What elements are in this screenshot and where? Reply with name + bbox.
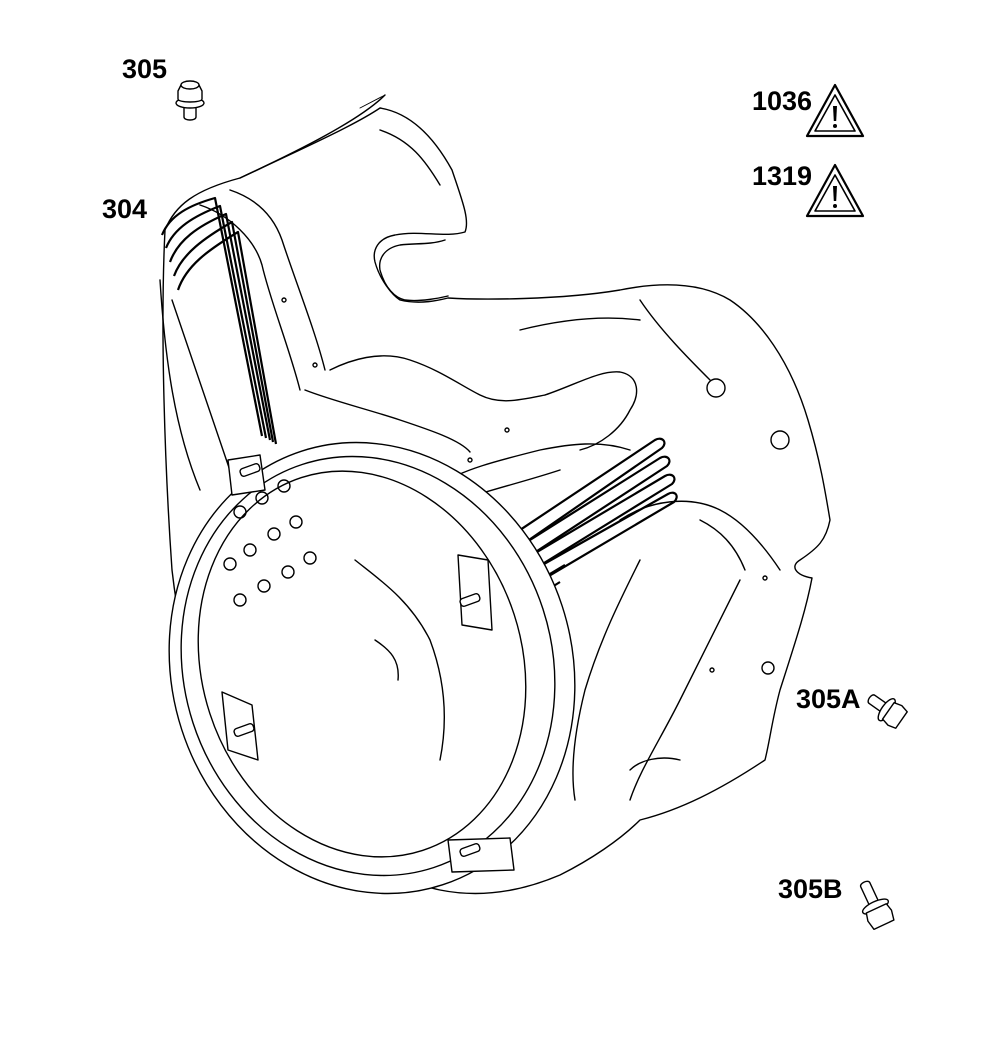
blower-housing (159, 94, 831, 895)
front-opening (168, 441, 576, 895)
mount-hole (706, 378, 726, 398)
mount-hole (770, 430, 790, 450)
mounting-tab (227, 454, 266, 496)
flange-bolt-icon (867, 694, 908, 729)
callout-305b: 305B (778, 874, 843, 904)
callout-305a: 305A (796, 684, 861, 714)
callout-1319: 1319 (752, 161, 813, 191)
cooling-fins-left (159, 196, 278, 501)
flange-bolt-icon (175, 80, 205, 121)
callout-304: 304 (102, 194, 148, 224)
mount-hole (761, 661, 775, 675)
mounting-tab (457, 554, 493, 631)
callout-305: 305 (122, 54, 168, 84)
warning-triangle-icon (805, 83, 865, 138)
warning-triangle-icon (805, 163, 865, 218)
mounting-tab (221, 691, 259, 761)
mounting-tab (447, 837, 515, 873)
vent-holes (223, 479, 317, 607)
flange-bolt-icon (859, 880, 895, 931)
callout-1036: 1036 (752, 86, 813, 116)
